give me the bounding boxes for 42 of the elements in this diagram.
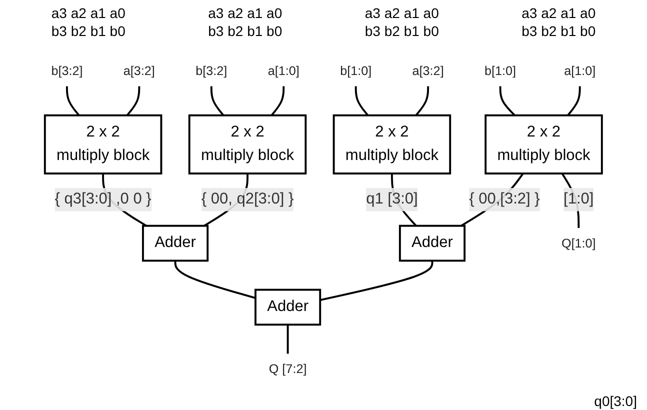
connector bbox=[499, 86, 516, 116]
connector bbox=[210, 86, 224, 116]
edge-label: q1 [3:0] bbox=[366, 190, 418, 208]
connector bbox=[286, 324, 289, 354]
bit-label: b3 b2 b1 b0 bbox=[51, 22, 126, 40]
node-box: 2 x 2 multiply block bbox=[188, 114, 307, 174]
edge-label: { 00, q2[3:0] } bbox=[201, 190, 294, 208]
node-text: b[3:2] bbox=[51, 64, 83, 78]
connector bbox=[354, 86, 369, 116]
edge-label: { q3[3:0] ,0 0 } bbox=[54, 190, 152, 208]
node-text: Q [7:2] bbox=[268, 361, 307, 376]
bit-label: b3 b2 b1 b0 bbox=[208, 22, 282, 40]
connector bbox=[567, 86, 581, 116]
bit-label: a3 a2 a1 a0 bbox=[51, 4, 126, 22]
edge-label: [1:0] bbox=[564, 190, 594, 208]
connector bbox=[126, 86, 140, 116]
node-box: 2 x 2 multiply block bbox=[332, 114, 452, 174]
node-box: 2 x 2 multiply block bbox=[44, 114, 162, 174]
node-text: a[3:2] bbox=[123, 64, 155, 78]
node-text: b[1:0] bbox=[484, 64, 516, 78]
node-box: Adder bbox=[254, 288, 322, 326]
connector bbox=[270, 86, 285, 116]
node-text: a[3:2] bbox=[412, 64, 444, 78]
node-text: a[1:0] bbox=[564, 64, 596, 78]
bit-label: b3 b2 b1 b0 bbox=[522, 22, 596, 40]
node-text: b[1:0] bbox=[340, 64, 372, 78]
connector bbox=[66, 86, 80, 116]
edge-label: { 00,[3:2] } bbox=[469, 190, 540, 208]
node-text: a[1:0] bbox=[268, 64, 300, 78]
node-box: 2 x 2 multiply block bbox=[484, 114, 603, 174]
bit-label: a3 a2 a1 a0 bbox=[364, 4, 439, 22]
bit-label: a3 a2 a1 a0 bbox=[208, 4, 282, 22]
connector bbox=[174, 260, 256, 299]
node-text: Q[1:0] bbox=[561, 236, 596, 250]
node-box: Adder bbox=[398, 224, 466, 262]
connector bbox=[320, 260, 434, 301]
node-box: Adder bbox=[142, 224, 209, 262]
signal-label: q0[3:0] bbox=[594, 392, 637, 410]
node-text: b[3:2] bbox=[196, 64, 228, 78]
bit-label: b3 b2 b1 b0 bbox=[364, 22, 439, 40]
connector bbox=[415, 86, 430, 116]
bit-label: a3 a2 a1 a0 bbox=[522, 4, 596, 22]
